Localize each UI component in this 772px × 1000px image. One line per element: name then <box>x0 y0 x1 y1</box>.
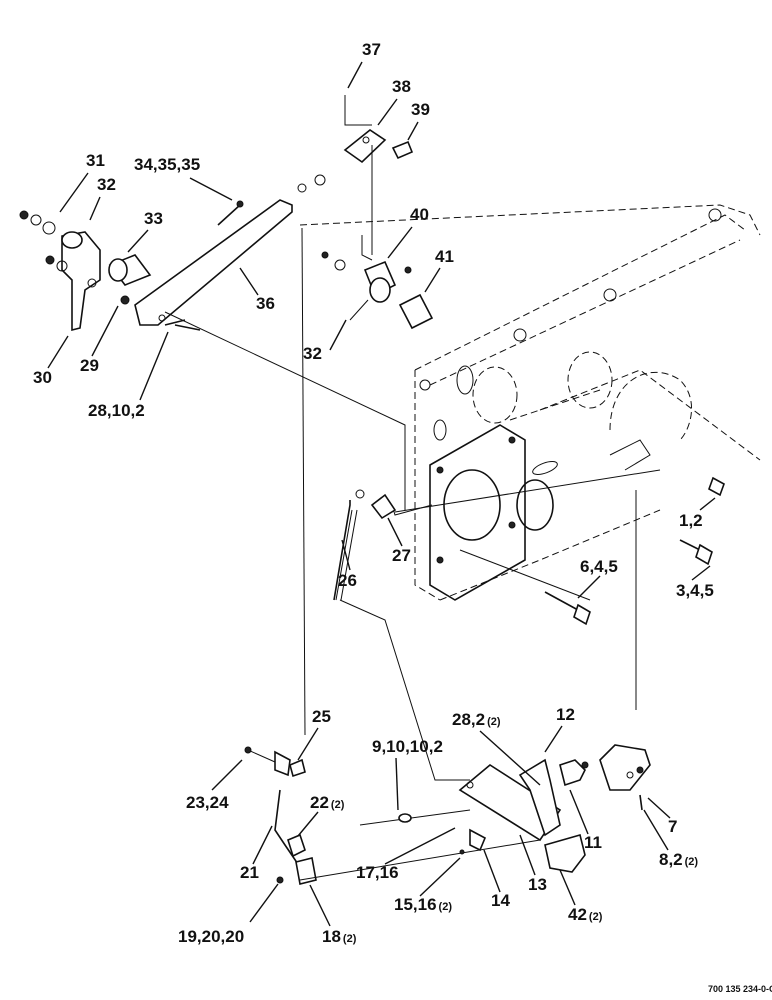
callout-27: 27 <box>392 546 411 565</box>
mounting-plate <box>429 419 558 601</box>
callout-32-upper: 32 <box>97 175 116 194</box>
callout-28-2: 28,2(2) <box>452 710 501 729</box>
callout-28-10-2: 28,10,2 <box>88 401 145 420</box>
callout-38: 38 <box>392 77 411 96</box>
callout-26: 26 <box>338 571 357 590</box>
callout-30: 30 <box>33 368 52 387</box>
bolts-right <box>544 439 725 626</box>
callout-32-lower: 32 <box>303 344 322 363</box>
callout-14: 14 <box>491 891 510 910</box>
callout-7: 7 <box>668 817 677 836</box>
callout-19-20-20: 19,20,20 <box>178 927 244 946</box>
arm-36 <box>134 199 293 331</box>
callout-42: 42(2) <box>568 905 603 924</box>
arm-assembly-30 <box>19 210 152 332</box>
callout-3-4-5: 3,4,5 <box>676 581 714 600</box>
callout-1-2: 1,2 <box>679 511 703 530</box>
linkage-lines <box>164 227 661 736</box>
callout-22: 22(2) <box>310 793 345 812</box>
callout-13: 13 <box>528 875 547 894</box>
callout-33: 33 <box>144 209 163 228</box>
callout-41: 41 <box>435 247 454 266</box>
spring-26 <box>333 489 470 781</box>
callout-6-4-5: 6,4,5 <box>580 557 618 576</box>
callout-25: 25 <box>312 707 331 726</box>
callout-23-24: 23,24 <box>186 793 229 812</box>
lower-assembly <box>244 744 651 885</box>
callout-8-2: 8,2(2) <box>659 850 698 869</box>
callout-11: 11 <box>584 833 602 852</box>
callout-15-16: 15,16(2) <box>394 895 452 914</box>
bushing-40-41 <box>321 235 434 330</box>
callout-17-16: 17,16 <box>356 863 399 882</box>
callout-40: 40 <box>410 205 429 224</box>
callout-21: 21 <box>240 863 259 882</box>
callout-labels: 37 38 39 31 32 34,35,35 33 40 41 36 30 2… <box>33 40 772 994</box>
callout-34-35-35: 34,35,35 <box>134 155 200 174</box>
callout-9-10-10-2: 9,10,10,2 <box>372 737 443 756</box>
callout-39: 39 <box>411 100 430 119</box>
callout-18: 18(2) <box>322 927 357 946</box>
callout-31: 31 <box>86 151 105 170</box>
callout-37: 37 <box>362 40 381 59</box>
clevis-38 <box>297 95 414 255</box>
drawing-code: 700 135 234-0-G <box>708 984 772 994</box>
leader-lines <box>47 61 716 927</box>
callout-29: 29 <box>80 356 99 375</box>
callout-36: 36 <box>256 294 275 313</box>
callout-12: 12 <box>556 705 575 724</box>
main-frame <box>299 204 761 601</box>
